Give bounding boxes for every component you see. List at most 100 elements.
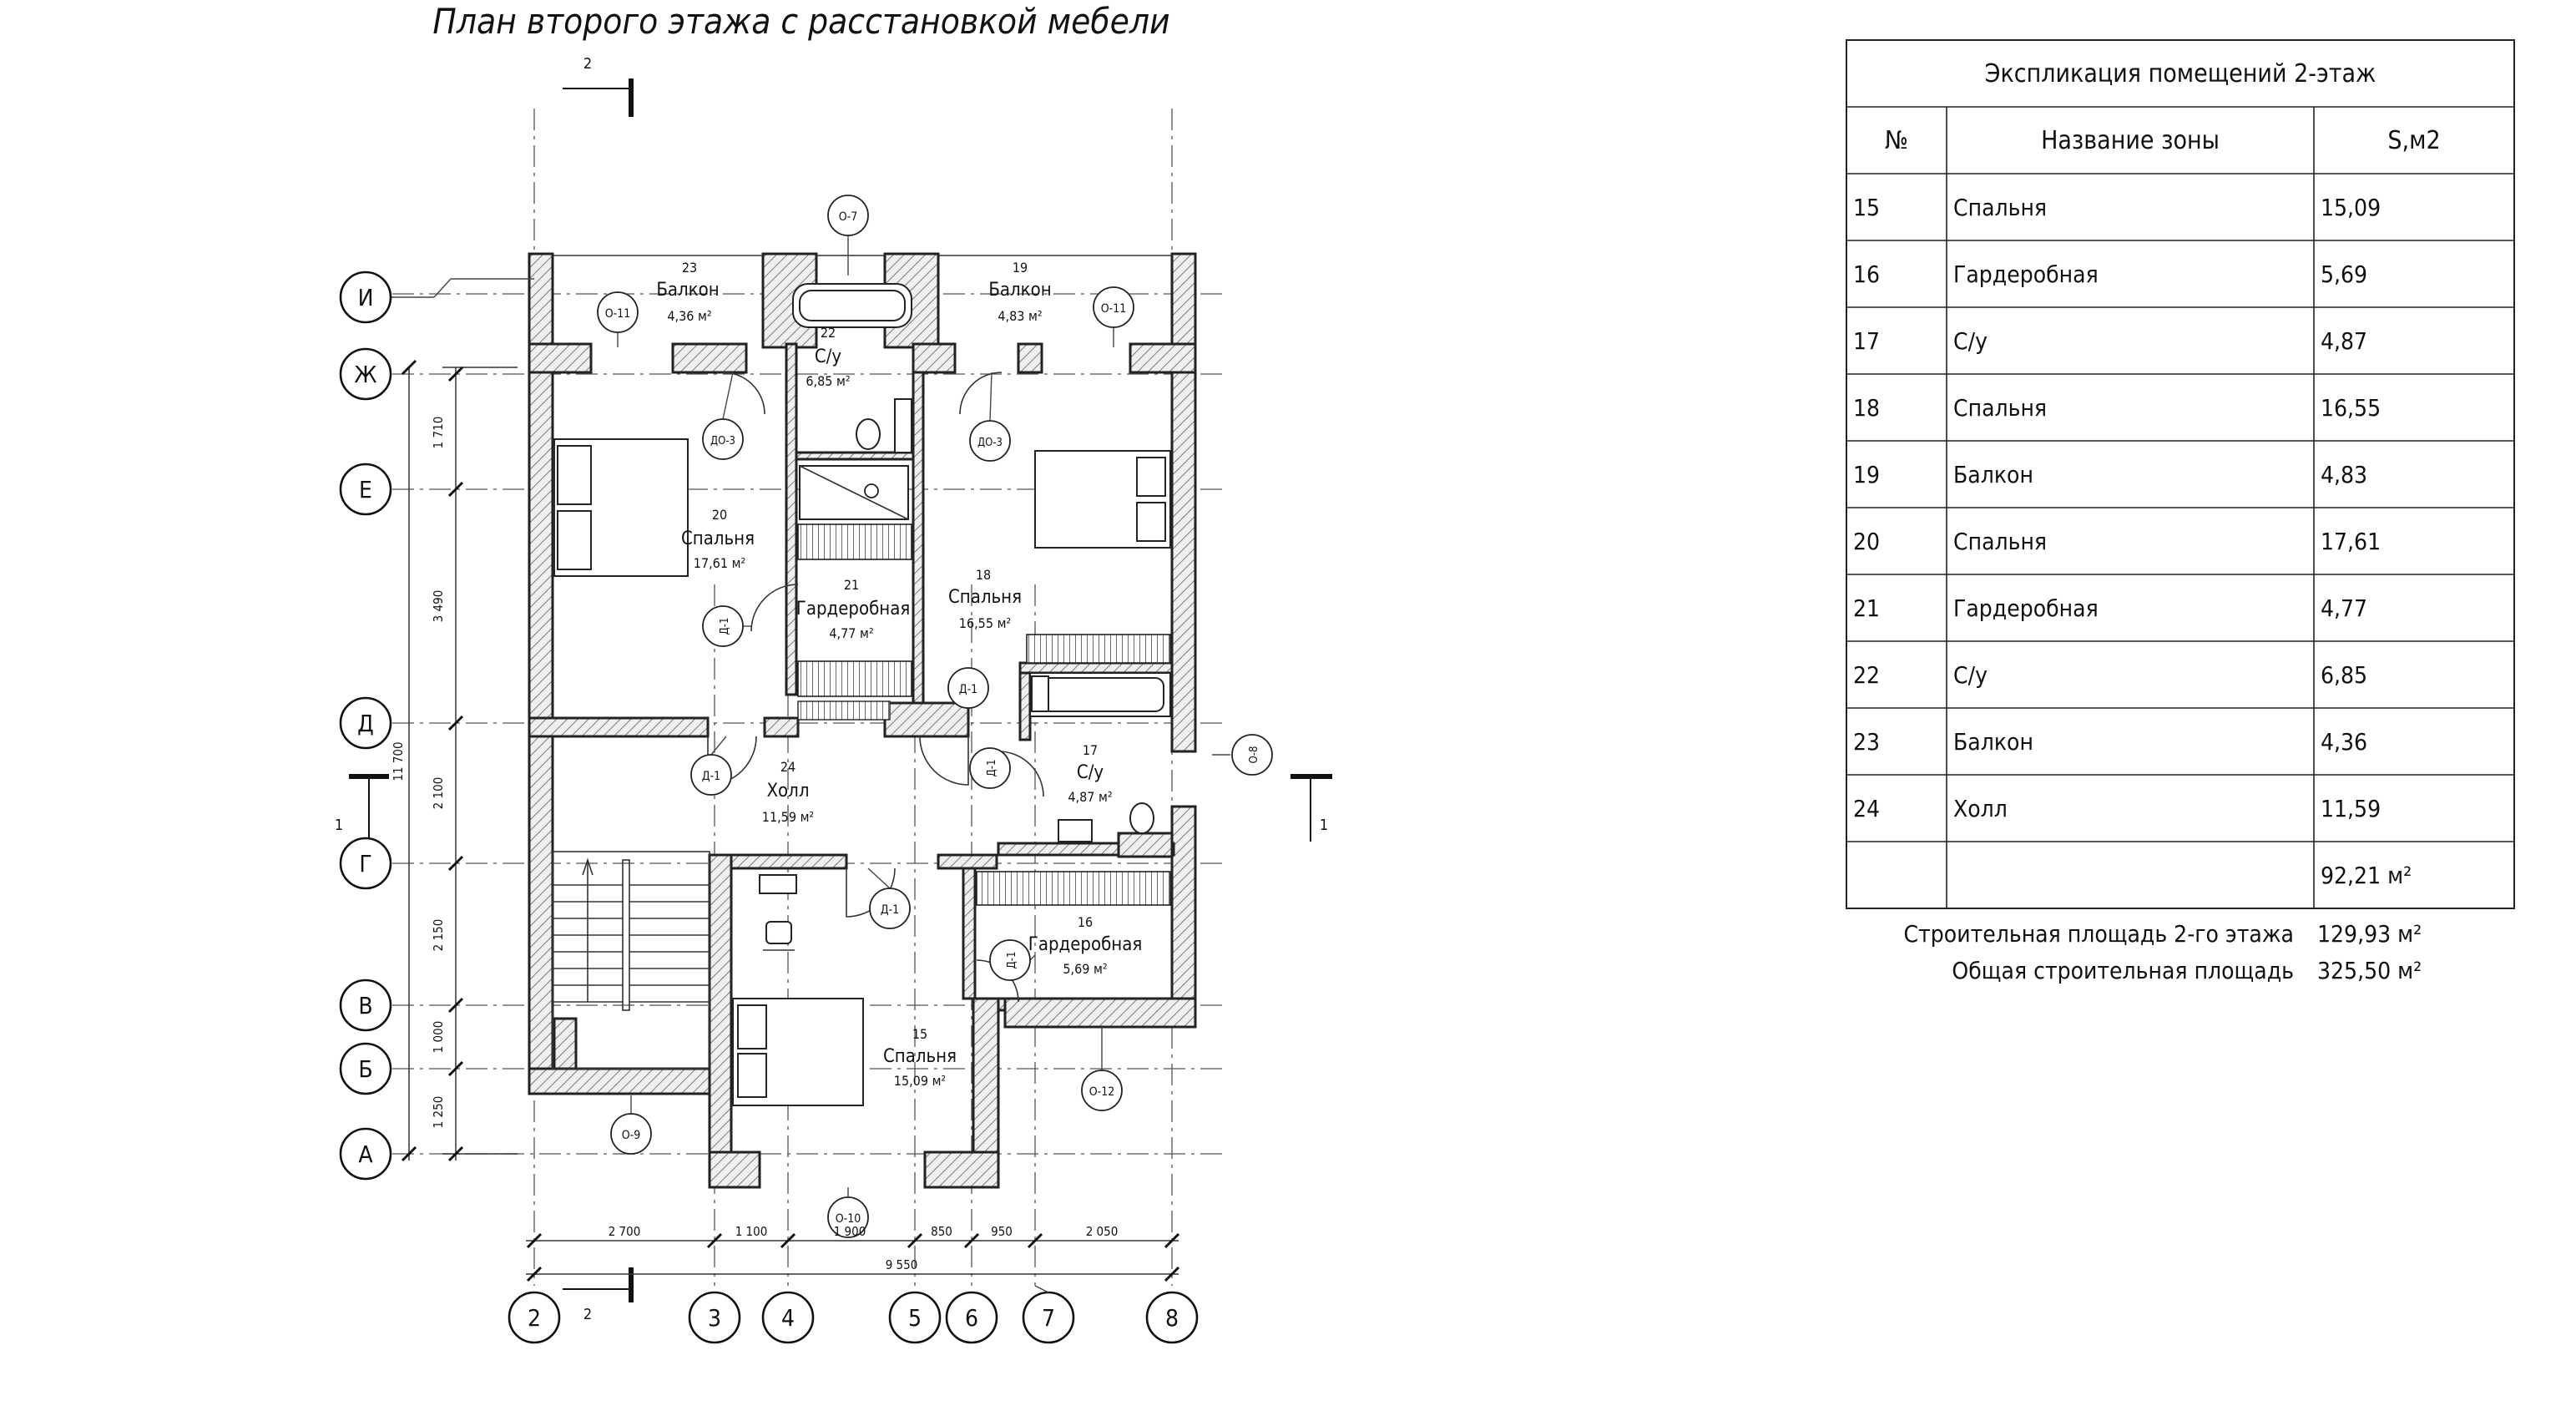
svg-text:17: 17 (1853, 327, 1880, 355)
area-summary: Строительная площадь 2-го этажа 129,93 м… (1904, 920, 2422, 984)
svg-text:Балкон: Балкон (1953, 461, 2033, 488)
svg-text:Спальня: Спальня (681, 528, 755, 549)
svg-text:Холл: Холл (767, 781, 810, 802)
svg-text:19: 19 (1013, 260, 1028, 276)
svg-text:15: 15 (1853, 194, 1880, 221)
svg-text:1: 1 (335, 817, 343, 834)
svg-text:Д-1: Д-1 (1006, 952, 1018, 969)
table-row: 22 С/у 6,85 (1853, 661, 2367, 689)
svg-text:850: 850 (931, 1224, 952, 1239)
svg-text:2: 2 (528, 1304, 541, 1332)
svg-text:21: 21 (1853, 594, 1880, 622)
svg-text:О-12: О-12 (1089, 1085, 1114, 1099)
room-label-22: 22 С/у 6,85 м² (806, 325, 850, 389)
svg-text:Балкон: Балкон (656, 280, 719, 301)
svg-text:Д-1: Д-1 (719, 618, 731, 635)
svg-text:2 100: 2 100 (431, 777, 446, 810)
room-label-16: 16 Гардеробная 5,69 м² (1028, 914, 1143, 977)
door-swings (707, 372, 1044, 1003)
svg-text:Гардеробная: Гардеробная (1028, 934, 1143, 955)
svg-text:11,59: 11,59 (2321, 795, 2381, 822)
svg-text:ДО-3: ДО-3 (710, 435, 735, 448)
table-row: 21 Гардеробная 4,77 (1853, 594, 2367, 622)
room-label-18: 18 Спальня 16,55 м² (948, 567, 1022, 631)
table-row: 17 С/у 4,87 (1853, 327, 2367, 355)
svg-text:И: И (358, 284, 374, 311)
svg-text:4,83: 4,83 (2321, 461, 2367, 488)
svg-text:1 250: 1 250 (431, 1096, 446, 1129)
rack-room-16 (976, 871, 1171, 906)
rack-room-21-top (797, 523, 912, 560)
table-row: 20 Спальня 17,61 (1853, 528, 2381, 555)
svg-text:19: 19 (1853, 461, 1880, 488)
svg-text:16,55: 16,55 (2321, 394, 2381, 422)
section-marks: 2 2 1 1 (335, 55, 1332, 1323)
svg-text:Ж: Ж (354, 361, 376, 388)
svg-text:Д: Д (357, 710, 374, 737)
svg-text:О-11: О-11 (1101, 302, 1126, 316)
svg-text:4,77: 4,77 (2321, 594, 2367, 622)
room-label-21: 21 Гардеробная 4,77 м² (796, 577, 911, 641)
svg-text:15,09: 15,09 (2321, 194, 2381, 221)
svg-text:2 150: 2 150 (431, 919, 446, 952)
svg-text:11 700: 11 700 (391, 741, 406, 781)
svg-text:Холл: Холл (1953, 795, 2008, 822)
svg-text:7: 7 (1042, 1304, 1055, 1332)
svg-text:О-7: О-7 (839, 210, 857, 224)
svg-text:18: 18 (976, 567, 991, 583)
svg-text:А: А (358, 1140, 373, 1168)
drawing-title: План второго этажа с расстановкой мебели (432, 1, 1169, 42)
svg-text:Е: Е (359, 476, 372, 503)
svg-text:17,61 м²: 17,61 м² (694, 555, 745, 571)
svg-text:24: 24 (1853, 795, 1880, 822)
axis-bubbles-numbers: 2 3 4 5 6 7 8 (508, 1285, 1199, 1344)
svg-text:1 100: 1 100 (735, 1224, 768, 1239)
svg-text:22: 22 (821, 325, 836, 341)
table-row: 23 Балкон 4,36 (1853, 728, 2367, 756)
svg-text:Балкон: Балкон (1953, 728, 2033, 756)
svg-text:4,87 м²: 4,87 м² (1068, 789, 1112, 805)
svg-text:Спальня: Спальня (948, 587, 1022, 608)
svg-text:22: 22 (1853, 661, 1880, 689)
svg-text:11,59 м²: 11,59 м² (762, 809, 814, 825)
svg-text:4,83 м²: 4,83 м² (998, 308, 1042, 324)
toilet-room-17 (1129, 802, 1154, 834)
summary-label-total: Общая строительная площадь (1952, 957, 2294, 984)
svg-text:С/у: С/у (815, 346, 841, 367)
svg-text:6,85: 6,85 (2321, 661, 2367, 689)
svg-text:Балкон: Балкон (988, 280, 1051, 301)
svg-text:23: 23 (682, 260, 697, 276)
svg-text:3: 3 (708, 1304, 721, 1332)
svg-text:С/у: С/у (1953, 661, 1988, 689)
svg-text:6,85 м²: 6,85 м² (806, 373, 850, 389)
table-row: 18 Спальня 16,55 (1853, 394, 2381, 422)
svg-text:2 700: 2 700 (609, 1224, 641, 1239)
svg-text:16,55 м²: 16,55 м² (959, 615, 1011, 631)
table-total: 92,21 м² (2321, 862, 2412, 889)
svg-text:16: 16 (1078, 914, 1093, 930)
room-label-23: 23 Балкон 4,36 м² (656, 260, 719, 324)
rack-room-21-bottom (797, 660, 912, 697)
svg-text:6: 6 (965, 1304, 978, 1332)
svg-text:2 050: 2 050 (1086, 1224, 1119, 1239)
svg-text:В: В (358, 992, 372, 1019)
svg-text:24: 24 (780, 759, 796, 775)
svg-text:Гардеробная: Гардеробная (1953, 594, 2099, 622)
staircase (552, 851, 710, 1070)
svg-text:15: 15 (912, 1026, 927, 1042)
room-label-19: 19 Балкон 4,83 м² (988, 260, 1051, 324)
bottom-dimensions: 2 700 1 100 1 900 850 950 2 050 9 550 (526, 1224, 1180, 1282)
svg-text:9 550: 9 550 (886, 1257, 918, 1272)
svg-text:1 000: 1 000 (431, 1021, 446, 1054)
svg-text:5,69 м²: 5,69 м² (1063, 961, 1107, 977)
table-header-num: № (1885, 126, 1908, 155)
svg-text:4,77 м²: 4,77 м² (829, 625, 873, 641)
svg-text:5: 5 (908, 1304, 922, 1332)
opening-marks: О-7 О-11 О-11 О-8 О-12 О-9 О-10 ДО-3 ДО-… (597, 195, 1273, 1238)
svg-text:О-10: О-10 (836, 1212, 861, 1226)
room-label-20: 20 Спальня 17,61 м² (681, 507, 755, 571)
table-title: Экспликация помещений 2-этаж (1985, 59, 2376, 89)
svg-text:4,36 м²: 4,36 м² (667, 308, 711, 324)
svg-text:18: 18 (1853, 394, 1880, 422)
